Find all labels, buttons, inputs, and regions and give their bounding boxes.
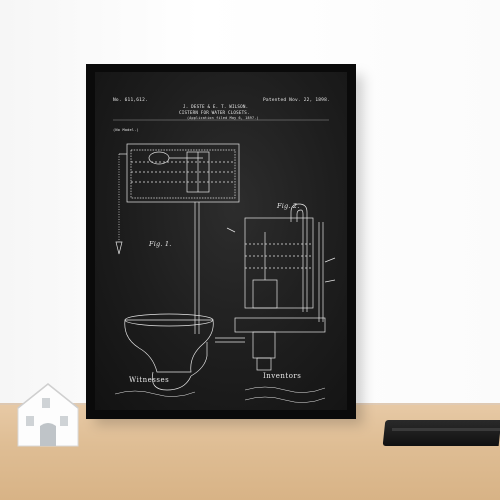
siphon-chamber xyxy=(252,279,278,309)
fig2-label: Fig. 2. xyxy=(277,202,300,210)
witnesses-caption: Witnesses xyxy=(129,376,170,384)
pull-chain-handle xyxy=(115,241,123,255)
house-window-top xyxy=(42,398,50,408)
inventor-signature xyxy=(244,386,326,393)
notebook-strap xyxy=(392,428,500,431)
witness-signature xyxy=(114,390,196,397)
water-level-lines xyxy=(130,149,236,199)
ceramic-house-ornament xyxy=(17,383,79,447)
cistern-tank-outline xyxy=(126,143,240,203)
patent-poster: No. 611,612. Patented Nov. 22, 1898. J. … xyxy=(95,72,347,410)
patent-title: CISTERN FOR WATER CLOSETS. xyxy=(179,110,250,115)
base-fitting xyxy=(234,317,326,333)
patent-date: Patented Nov. 22, 1898. xyxy=(263,98,330,103)
application-line: (Application filed May 6, 1897.) xyxy=(187,116,259,120)
house-window-left xyxy=(26,416,34,426)
inventors-names: J. DESTE & E. T. WILSON. xyxy=(183,104,249,109)
fig1-label: Fig. 1. xyxy=(149,240,172,248)
model-note: (No Model.) xyxy=(113,128,139,132)
fig2-tank-section xyxy=(244,217,314,309)
black-notebook xyxy=(382,420,500,446)
trap-pipe xyxy=(151,371,192,391)
house-door xyxy=(40,423,56,446)
house-window-right xyxy=(60,416,68,426)
patent-drawing xyxy=(113,119,336,403)
toilet-bowl xyxy=(124,319,214,373)
overflow-pipe xyxy=(290,203,308,312)
inventors-caption: Inventors xyxy=(263,372,302,380)
patent-number: No. 611,612. xyxy=(113,98,148,103)
